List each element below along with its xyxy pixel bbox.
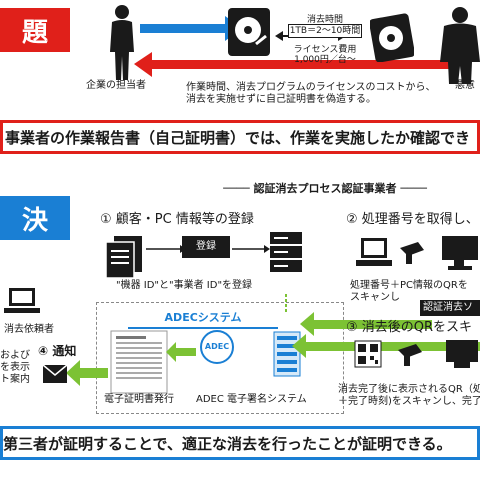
step1-label: ① 顧客・PC 情報等の登録: [100, 212, 254, 227]
computer-icon: [442, 236, 478, 270]
adec-seal: ADEC: [200, 330, 234, 364]
client-laptop-icon: [4, 288, 40, 313]
time-value: 1TB＝2〜10時間: [288, 24, 362, 38]
person-right-label: 悪意: [455, 80, 475, 91]
person-right-icon: [440, 7, 480, 84]
problem-badge: 題: [0, 8, 70, 52]
fee-value: 1,000円／台〜: [294, 55, 356, 65]
documents-icon: [105, 236, 142, 279]
mail-icon: [42, 364, 68, 383]
solution-banner: 第三者が証明することで、適正な消去を行ったことが証明できる。: [0, 426, 480, 460]
register-arrows: [146, 245, 270, 253]
time-label: 消去時間: [306, 15, 343, 25]
solution-header: ──── 認証消去プロセス認証事業者 ────: [223, 182, 427, 195]
certificate-icon: [110, 330, 168, 394]
adec-title-rule: [128, 327, 278, 329]
laptop-icon: [356, 238, 392, 266]
qr-scanner-icon: [398, 344, 422, 366]
problem-desc-line2: 消去を実施せずに自己証明書を偽造する。: [186, 94, 376, 105]
step3-label: ③ 消去後のQRをスキ: [346, 320, 473, 335]
adec-title: ADECシステム: [164, 311, 242, 324]
proc-caption-line1: 処理番号＋PC情報のQRを: [350, 280, 468, 291]
software-bar: 認証消去ソ: [420, 300, 480, 316]
client-label: 消去依頼者: [4, 324, 54, 335]
solution-badge: 決: [0, 196, 70, 240]
qr-device-icon: [446, 340, 478, 368]
register-card: 登録: [182, 236, 230, 258]
server-icon: [270, 232, 302, 272]
person-left-icon: [110, 5, 134, 80]
cert-label: 電子証明書発行: [104, 394, 174, 405]
left-partial-line1: および: [0, 350, 30, 361]
proc-caption-line2: スキャンし: [350, 292, 400, 303]
sign-label: ADEC 電子署名システム: [196, 394, 307, 405]
problem-banner: 事業者の作業報告書（自己証明書）では、作業を実施したか確認でき: [0, 120, 480, 154]
qr-code-icon: [354, 340, 382, 368]
complete-line2: ＋完了時刻)をスキャンし、完了: [338, 396, 480, 407]
broken-disk-icon: [370, 13, 414, 62]
hard-disk-icon: [228, 8, 270, 56]
adec-dashed-box: [96, 302, 344, 414]
problem-desc-line1: 作業時間、消去プログラムのライセンスのコストから、: [186, 82, 436, 93]
register-caption: "機器 ID"と"事業者 ID"を登録: [116, 280, 253, 291]
fee-label: ライセンス費用: [293, 45, 357, 55]
left-partial-line3: ト案内: [0, 374, 30, 385]
scanner-icon: [400, 242, 424, 264]
left-partial-line2: を表示: [0, 362, 30, 373]
complete-line1: 消去完了後に表示されるQR（処理: [338, 384, 480, 395]
notify-label: ④ 通知: [38, 344, 77, 358]
person-left-label: 企業の担当者: [86, 80, 146, 91]
adec-server-icon: [273, 331, 301, 377]
step2-label: ② 処理番号を取得し、: [346, 212, 479, 227]
green-arrows: [66, 292, 480, 386]
